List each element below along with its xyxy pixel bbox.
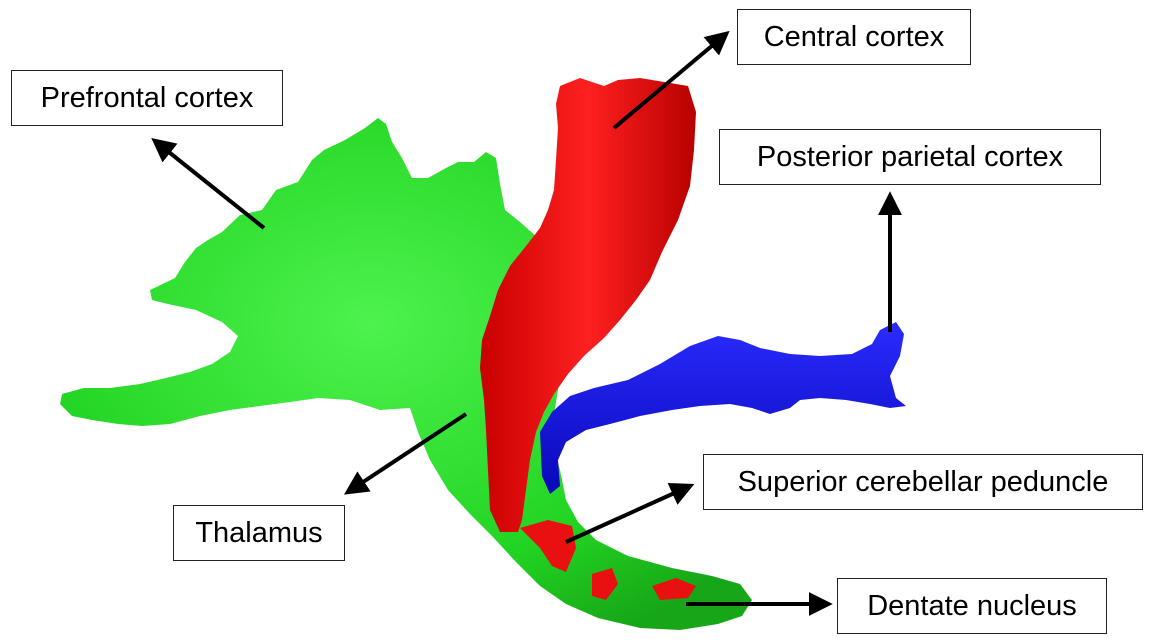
arrow-superior-cerebellar bbox=[566, 486, 690, 542]
label-central-cortex: Central cortex bbox=[737, 9, 971, 65]
arrow-prefrontal bbox=[155, 141, 264, 228]
label-prefrontal-cortex: Prefrontal cortex bbox=[11, 70, 283, 126]
label-posterior-parietal-cortex: Posterior parietal cortex bbox=[719, 129, 1101, 185]
label-dentate-nucleus: Dentate nucleus bbox=[837, 578, 1107, 634]
red-central-tract bbox=[480, 78, 696, 532]
label-superior-cerebellar-peduncle: Superior cerebellar peduncle bbox=[703, 454, 1143, 510]
label-thalamus: Thalamus bbox=[173, 505, 345, 561]
